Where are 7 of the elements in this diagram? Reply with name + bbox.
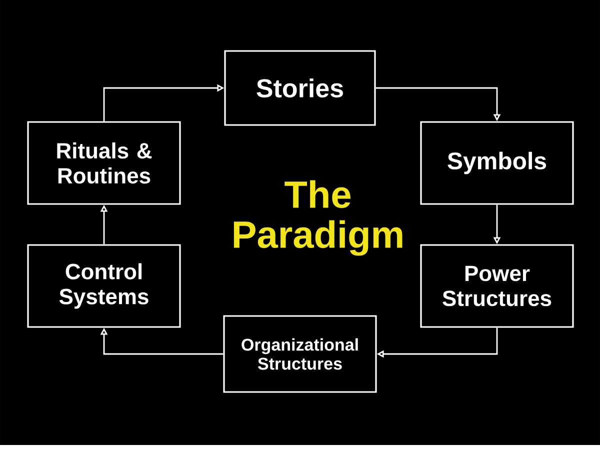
process-box: Rituals & Routines	[27, 121, 181, 205]
process-box: Organizational Structures	[223, 315, 377, 393]
process-box: Stories	[224, 50, 376, 126]
process-box: Symbols	[420, 121, 574, 205]
process-box: Control Systems	[27, 244, 181, 328]
process-box: Power Structures	[420, 244, 574, 328]
title: The Paradigm	[234, 180, 402, 256]
